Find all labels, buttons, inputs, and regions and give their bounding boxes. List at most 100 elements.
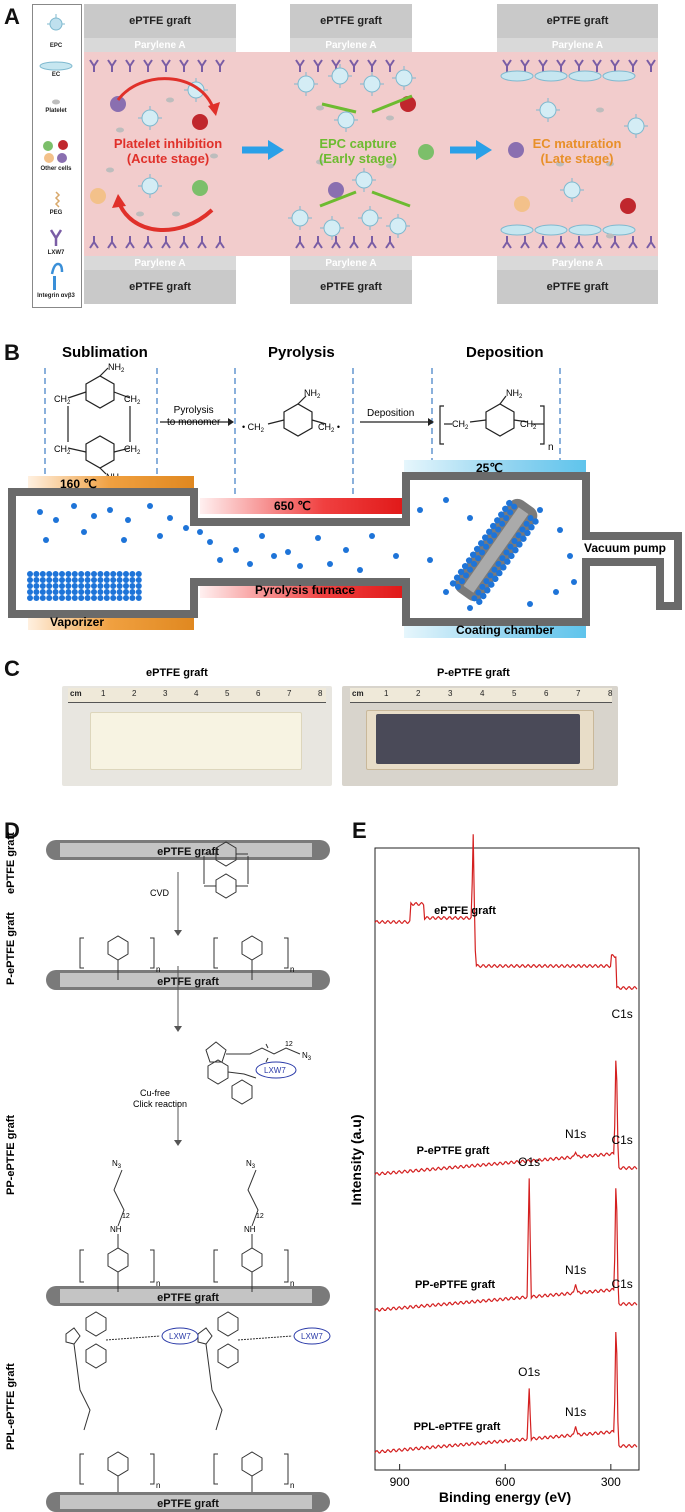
lumen-1 (84, 52, 236, 256)
x-tick-label-2: 300 (601, 1475, 621, 1489)
arrow2-label: Deposition (367, 408, 415, 419)
series-label-0: ePTFE graft (434, 905, 496, 917)
temp-coating: 25℃ (476, 461, 503, 475)
stage2-subtitle: (Early stage) (318, 151, 398, 166)
ruler-left-mark-2: 2 (132, 689, 137, 698)
graft-bottom-1: ePTFE graft (84, 270, 236, 304)
svg-text:12: 12 (285, 1041, 293, 1048)
arrow1-label-1: Pyrolysis (173, 405, 214, 416)
graft-bar-label-1: ePTFE graft (157, 976, 219, 988)
svg-text:NH: NH (244, 1225, 256, 1234)
parylene-top-2: Parylene A (290, 38, 412, 52)
panel-label-a: A (4, 4, 20, 29)
graft-top-3: ePTFE graft (497, 4, 658, 38)
svg-text:N3: N3 (112, 1159, 122, 1170)
svg-text:n: n (548, 442, 554, 453)
temp-pyrolysis: 650 ℃ (274, 499, 311, 513)
svg-text:CH2 •: CH2 • (318, 422, 340, 434)
y-axis-label: Intensity (a.u) (348, 1114, 364, 1205)
svg-text:CH2: CH2 (54, 394, 71, 406)
p-eptfe-tube-interior (376, 714, 580, 764)
parylene-top-3: Parylene A (497, 38, 658, 52)
svg-text:CH2: CH2 (452, 419, 469, 431)
x-tick-label-0: 900 (390, 1475, 410, 1489)
ruler-right-mark-0: cm (352, 689, 364, 698)
step-deposition: Deposition (466, 344, 544, 361)
legend-peg: PEG (49, 210, 63, 216)
ruler-left-mark-1: 1 (101, 689, 106, 698)
spectrum-line-3 (374, 1331, 638, 1454)
spectrum-line-1 (374, 1060, 638, 1176)
parylene-bottom-1: Parylene A (84, 256, 236, 270)
svg-text:CH2: CH2 (124, 394, 141, 406)
panel-label-b: B (4, 340, 20, 365)
legend-box (32, 4, 82, 308)
peak-label-2-0: O1s (518, 1155, 540, 1169)
step-pyrolysis: Pyrolysis (268, 344, 335, 361)
peg-icon (54, 191, 61, 208)
svg-text:Cu-free: Cu-free (140, 1088, 170, 1098)
spectrum-line-2 (374, 1178, 638, 1312)
svg-text:n: n (156, 1481, 160, 1490)
svg-text:n: n (156, 1279, 160, 1288)
graft-bar-label-2: ePTFE graft (157, 1292, 219, 1304)
cvd-apparatus-diagram: CH2 CH2 CH2 CH2 NH2 NH2 • CH2 CH2 • NH2 … (8, 362, 682, 638)
svg-text:LXW7: LXW7 (264, 1066, 286, 1075)
peak-label-3-0: O1s (518, 1365, 540, 1379)
part-vacuum-pump: Vacuum pump (584, 541, 667, 555)
ruler-left-mark-7: 7 (287, 689, 292, 698)
ruler-left-mark-5: 5 (225, 689, 230, 698)
svg-text:NH: NH (110, 1225, 122, 1234)
legend-epc: EPC (49, 43, 63, 49)
legend-platelet: Platelet (45, 108, 67, 114)
legend-lxw7: LXW7 (47, 250, 65, 256)
ruler-right-mark-4: 4 (480, 689, 485, 698)
photo-label-eptfe: ePTFE graft (146, 667, 208, 679)
stage-cells-drawing (89, 59, 656, 249)
svg-text:12: 12 (256, 1213, 264, 1220)
x-axis-label: Binding energy (eV) (439, 1489, 571, 1505)
lumen-3 (497, 52, 658, 256)
ruler-left-mark-8: 8 (318, 689, 323, 698)
graft-top-2: ePTFE graft (290, 4, 412, 38)
svg-text:• CH2: • CH2 (242, 422, 265, 434)
svg-text:CH2: CH2 (54, 444, 71, 456)
ruler-right-mark-5: 5 (512, 689, 517, 698)
dimer-structure (67, 367, 131, 475)
svg-text:n: n (290, 1279, 294, 1288)
svg-text:NH2: NH2 (304, 388, 321, 400)
ruler-right-mark-8: 8 (608, 689, 613, 698)
stage1-subtitle: (Acute stage) (126, 151, 210, 166)
panel-label-d: D (4, 818, 20, 843)
lumen-gap-1 (236, 52, 290, 256)
series-label-1: P-ePTFE graft (417, 1145, 490, 1157)
svg-text:NH2: NH2 (108, 362, 125, 374)
ruler-left (68, 688, 326, 703)
svg-text:n: n (156, 965, 160, 974)
ruler-right-mark-7: 7 (576, 689, 581, 698)
other-cells-icon (43, 140, 68, 163)
svg-text:LXW7: LXW7 (301, 1332, 323, 1341)
row-label-1: P-ePTFE graft (5, 912, 17, 985)
part-pyrolysis-furnace: Pyrolysis furnace (255, 583, 356, 597)
legend-other-cells: Other cells (40, 166, 72, 172)
ruler-right-mark-3: 3 (448, 689, 453, 698)
ruler-right-mark-2: 2 (416, 689, 421, 698)
svg-text:NH2: NH2 (506, 388, 523, 400)
panel-label-c: C (4, 656, 20, 681)
legend-icons (39, 14, 73, 290)
legend-integrin: Integrin αvβ3 (37, 293, 75, 299)
series-label-2: PP-ePTFE graft (415, 1279, 495, 1291)
peak-label-2-2: C1s (611, 1133, 632, 1147)
graft-bottom-3: ePTFE graft (497, 270, 658, 304)
svg-text:N3: N3 (246, 1159, 256, 1170)
surface-modification-scheme: ePTFE graft P-ePTFE graft PP-ePTFE graft… (5, 832, 331, 1512)
ruler-left-mark-0: cm (70, 689, 82, 698)
series-label-3: PPL-ePTFE graft (414, 1421, 501, 1433)
peak-label-2-1: N1s (565, 1263, 586, 1277)
xps-spectra-chart: F1sN1sC1sO1sN1sC1sO1sN1sC1s ePTFE graftP… (348, 834, 640, 1505)
row-label-3: PPL-ePTFE graft (5, 1363, 17, 1450)
parylene-top-1: Parylene A (84, 38, 236, 52)
ruler-left-mark-4: 4 (194, 689, 199, 698)
legend-ec: EC (51, 72, 61, 78)
